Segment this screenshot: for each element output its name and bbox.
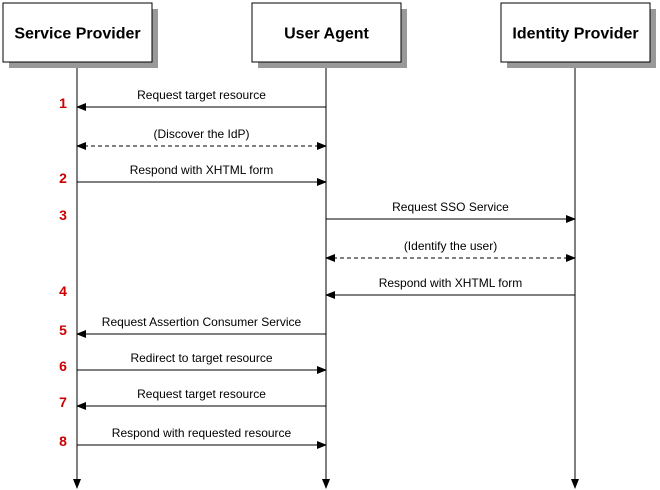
message-label: Request target resource bbox=[137, 387, 266, 401]
actor-label: Service Provider bbox=[14, 26, 140, 43]
message-label: Respond with XHTML form bbox=[379, 276, 523, 290]
actor-label: User Agent bbox=[284, 26, 369, 43]
actor-service-provider: Service Provider bbox=[2, 2, 158, 68]
step-number: 6 bbox=[59, 358, 67, 374]
step-number: 3 bbox=[59, 207, 67, 223]
step-number: 7 bbox=[59, 394, 67, 410]
message-note-identify-the-user: (Identify the user) bbox=[325, 239, 576, 262]
message-3-request-sso-service: Request SSO Service 3 bbox=[59, 200, 576, 223]
actor-label: Identity Provider bbox=[512, 26, 638, 43]
message-label: Respond with XHTML form bbox=[130, 163, 274, 177]
message-6-redirect-to-target-resource: Redirect to target resource 6 bbox=[59, 351, 327, 374]
step-number: 8 bbox=[59, 433, 67, 449]
message-1-request-target-resource: Request target resource 1 bbox=[59, 88, 326, 111]
actor-user-agent: User Agent bbox=[251, 2, 407, 68]
message-label: Respond with requested resource bbox=[112, 426, 292, 440]
actor-identity-provider: Identity Provider bbox=[500, 2, 656, 68]
message-label: Request SSO Service bbox=[392, 200, 509, 214]
message-label: (Identify the user) bbox=[404, 239, 497, 253]
message-label: (Discover the IdP) bbox=[153, 127, 249, 141]
message-2-respond-with-xhtml-form: Respond with XHTML form 2 bbox=[59, 163, 327, 186]
step-number: 4 bbox=[59, 283, 67, 299]
message-label: Request Assertion Consumer Service bbox=[102, 315, 302, 329]
actor-box bbox=[251, 2, 402, 63]
message-label: Request target resource bbox=[137, 88, 266, 102]
message-label: Redirect to target resource bbox=[130, 351, 272, 365]
actor-box bbox=[500, 2, 651, 63]
actor-box bbox=[2, 2, 153, 63]
message-8-respond-with-requested-resource: Respond with requested resource 8 bbox=[59, 426, 327, 449]
message-5-request-assertion-consumer-service: Request Assertion Consumer Service 5 bbox=[59, 315, 326, 338]
step-number: 1 bbox=[59, 95, 67, 111]
step-number: 2 bbox=[59, 170, 67, 186]
message-4-respond-with-xhtml-form: Respond with XHTML form 4 bbox=[59, 276, 575, 299]
step-number: 5 bbox=[59, 322, 67, 338]
message-7-request-target-resource: Request target resource 7 bbox=[59, 387, 326, 410]
message-note-discover-the-idp: (Discover the IdP) bbox=[76, 127, 327, 150]
